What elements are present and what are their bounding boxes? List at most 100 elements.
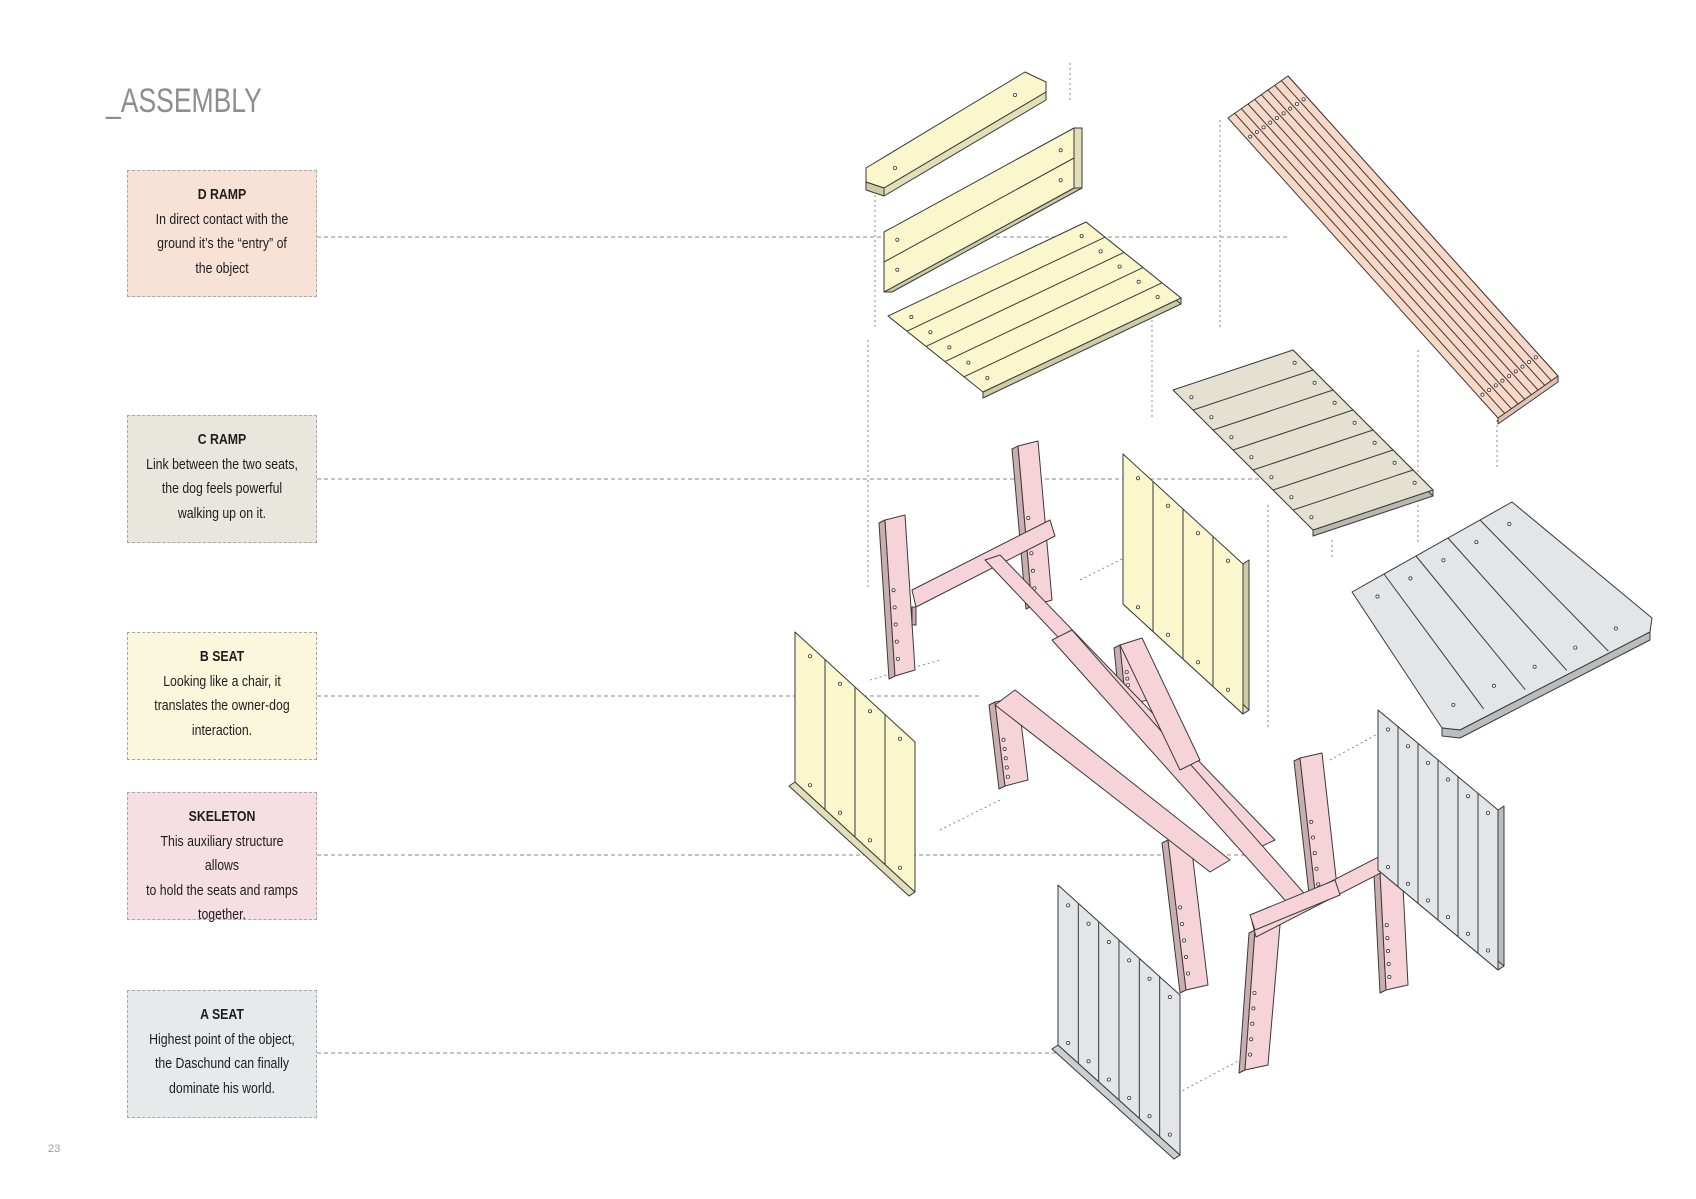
screw-hole bbox=[1474, 540, 1479, 545]
screw-hole bbox=[1178, 905, 1183, 910]
screw-hole bbox=[893, 622, 898, 627]
screw-hole bbox=[1184, 955, 1189, 960]
screw-hole bbox=[1491, 683, 1496, 688]
screw-hole bbox=[1613, 626, 1618, 631]
screw-hole bbox=[898, 865, 903, 870]
screw-hole bbox=[1507, 522, 1512, 527]
skeleton-beam bbox=[1119, 637, 1201, 771]
screw-hole bbox=[1386, 949, 1391, 954]
screw-hole bbox=[1294, 102, 1299, 107]
slat-joint bbox=[925, 251, 1125, 347]
screw-hole bbox=[1392, 460, 1397, 465]
skeleton-leg bbox=[884, 514, 916, 677]
screw-hole bbox=[1301, 97, 1306, 102]
screw-hole bbox=[1248, 134, 1253, 139]
screw-hole bbox=[1446, 777, 1451, 782]
screw-hole bbox=[1166, 632, 1171, 637]
label-line: In direct contact with the bbox=[155, 210, 289, 228]
skeleton-leg bbox=[1017, 440, 1053, 607]
screw-hole bbox=[1029, 551, 1034, 556]
screw-hole bbox=[1446, 915, 1451, 920]
screw-hole bbox=[1406, 744, 1411, 749]
screw-hole bbox=[1066, 1040, 1071, 1045]
label-c-ramp: C RAMP Link between the two seats, the d… bbox=[127, 415, 317, 543]
slat-joint bbox=[1272, 449, 1394, 491]
leader-lines bbox=[317, 236, 1290, 1054]
screw-hole bbox=[1127, 958, 1132, 963]
screw-hole bbox=[1312, 851, 1317, 856]
screw-hole bbox=[1226, 687, 1231, 692]
slat-joint bbox=[1479, 519, 1609, 652]
screw-hole bbox=[1281, 111, 1286, 116]
label-heading: C RAMP bbox=[197, 431, 247, 448]
screw-hole bbox=[1030, 568, 1035, 573]
label-line: Link between the two seats, bbox=[146, 455, 298, 473]
screw-hole bbox=[1086, 1059, 1091, 1064]
screw-hole bbox=[1386, 962, 1391, 967]
skeleton bbox=[878, 440, 1409, 1074]
screw-hole bbox=[985, 375, 990, 380]
screw-hole bbox=[868, 838, 873, 843]
slat-joint bbox=[963, 282, 1163, 378]
slat-joint bbox=[1280, 80, 1552, 382]
screw-hole bbox=[1372, 440, 1377, 445]
screw-hole bbox=[1261, 125, 1266, 130]
label-heading: B SEAT bbox=[199, 648, 245, 665]
screw-hole bbox=[928, 330, 933, 335]
slat-joint bbox=[1274, 84, 1546, 386]
screw-hole bbox=[1249, 1037, 1254, 1042]
screw-hole bbox=[894, 639, 899, 644]
a-seat-side-left bbox=[1051, 884, 1181, 1160]
screw-hole bbox=[1412, 480, 1417, 485]
screw-hole bbox=[1106, 1077, 1111, 1082]
screw-hole bbox=[1126, 683, 1131, 688]
screw-hole bbox=[1466, 794, 1471, 799]
guide-line bbox=[1329, 729, 1386, 761]
screw-hole bbox=[1386, 865, 1391, 870]
screw-hole bbox=[1127, 1095, 1132, 1100]
screw-hole bbox=[808, 783, 813, 788]
screw-hole bbox=[1196, 531, 1201, 536]
screw-hole bbox=[1332, 400, 1337, 405]
rail-edge bbox=[883, 91, 1047, 197]
screw-hole bbox=[1507, 373, 1512, 378]
screw-hole bbox=[1314, 866, 1319, 871]
screw-hole bbox=[1002, 747, 1007, 752]
slat-joint bbox=[1234, 112, 1506, 414]
screw-hole bbox=[1058, 148, 1063, 153]
label-line: the Daschund can finally bbox=[154, 1055, 290, 1072]
label-line: This auxiliary structure allows bbox=[160, 832, 284, 875]
screw-hole bbox=[1167, 995, 1172, 1000]
screw-hole bbox=[891, 588, 896, 593]
screw-hole bbox=[1251, 1006, 1256, 1011]
label-line: translates the owner-dog bbox=[154, 697, 290, 714]
screw-hole bbox=[1226, 558, 1231, 563]
screw-hole bbox=[966, 360, 971, 365]
screw-hole bbox=[1527, 359, 1532, 364]
slat-joint bbox=[1415, 555, 1526, 690]
screw-hole bbox=[1493, 383, 1498, 388]
screw-hole bbox=[1147, 976, 1152, 981]
screw-hole bbox=[1268, 120, 1273, 125]
screw-hole bbox=[1385, 936, 1390, 941]
slat-joint bbox=[1260, 94, 1532, 396]
b-seat-side-right bbox=[1122, 453, 1250, 715]
screw-hole bbox=[1466, 931, 1471, 936]
screw-hole bbox=[1269, 475, 1274, 480]
board-edge bbox=[1497, 805, 1505, 971]
screw-hole bbox=[1209, 415, 1214, 420]
board-top bbox=[887, 221, 1182, 393]
screw-hole bbox=[1387, 975, 1392, 980]
slat-joint bbox=[906, 236, 1106, 332]
screw-hole bbox=[1451, 702, 1456, 707]
slat-joint bbox=[1447, 537, 1568, 671]
screw-hole bbox=[1486, 948, 1491, 953]
label-line: the dog feels powerful bbox=[161, 480, 283, 497]
screw-hole bbox=[1180, 922, 1185, 927]
screw-hole bbox=[1316, 882, 1321, 887]
screw-hole bbox=[1250, 1021, 1255, 1026]
screw-hole bbox=[1098, 249, 1103, 254]
screw-hole bbox=[1058, 178, 1063, 183]
screw-hole bbox=[1026, 516, 1031, 521]
